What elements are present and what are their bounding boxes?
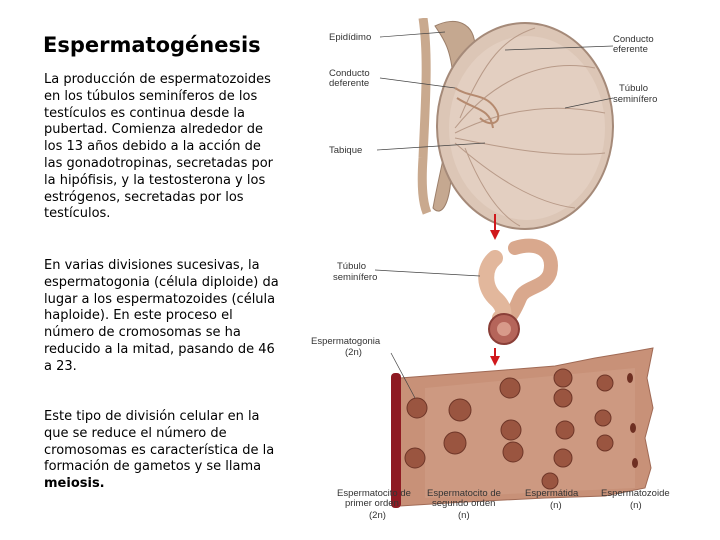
paragraph-divisions: En varias divisiones sucesivas, la esper… [44,258,279,374]
label-segundo-orden-3: (n) [458,510,470,521]
vas-deferens [417,18,432,215]
arrow-down-icon-2 [490,348,500,366]
label-conducto-deferente-1: Conducto [329,68,370,79]
label-conducto-deferente-2: deferente [329,78,369,89]
label-espermatozoide-2: (n) [630,500,642,511]
label-tubulo-small-1: Túbulo [337,261,366,272]
label-primer-orden-1: Espermatocito de [337,488,411,499]
meiosis-text: Este tipo de división celular en la que … [44,409,275,475]
label-primer-orden-2: primer orden [345,498,399,509]
label-espermatogonia-2: (2n) [345,347,362,358]
label-epididimo: Epidídimo [329,32,371,43]
cells [404,368,614,490]
blood-vessel [391,373,401,508]
meiosis-term: meiosis. [44,476,105,492]
label-primer-orden-3: (2n) [369,510,386,521]
label-tabique: Tabique [329,145,362,156]
testis-illustration: Epidídimo Conducto deferente Tabique Con… [329,18,657,230]
testis-septa [454,27,606,227]
page-title: Espermatogénesis [43,33,261,57]
label-tubulo-2: seminífero [613,94,657,105]
label-segundo-orden-1: Espermatocito de [427,488,501,499]
label-segundo-orden-2: segundo orden [432,498,495,509]
label-tubulo-1: Túbulo [619,83,648,94]
label-espermatida-2: (n) [550,500,562,511]
label-tubulo-small-2: seminífero [333,272,377,283]
paragraph-meiosis: Este tipo de división celular en la que … [44,409,280,493]
spermatogenesis-figure: Epidídimo Conducto deferente Tabique Con… [311,18,670,521]
label-espermatida-1: Espermátida [525,488,579,499]
label-espermatozoide-1: Espermatozoide [601,488,670,499]
label-espermatogonia-1: Espermatogonia [311,336,381,347]
paragraph-production: La producción de espermatozoides en los … [44,72,274,222]
label-conducto-eferente-2: eferente [613,44,648,55]
tissue-illustration: Espermatogonia (2n) Espermatocito de pri… [311,336,670,521]
label-conducto-eferente-1: Conducto [613,34,654,45]
arrow-down-icon [490,214,500,240]
tubule-illustration: Túbulo seminífero [333,238,558,345]
